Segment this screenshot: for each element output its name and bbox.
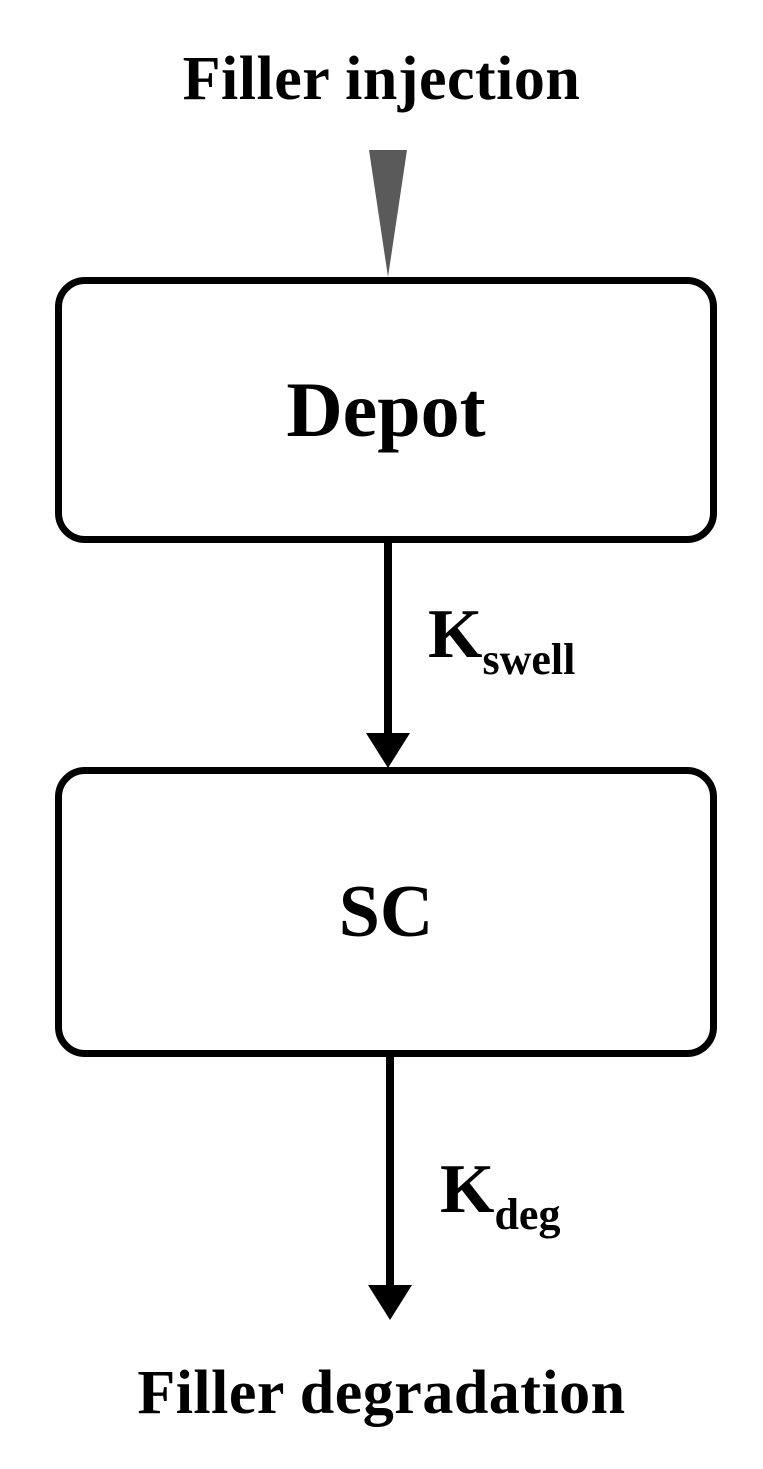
depot-to-sc-arrow-line bbox=[384, 543, 392, 739]
depot-box: Depot bbox=[55, 277, 717, 543]
sc-box-label: SC bbox=[338, 870, 434, 953]
k-deg-base: K bbox=[440, 1151, 495, 1228]
k-swell-base: K bbox=[428, 596, 483, 673]
k-swell-rate-label: Kswell bbox=[428, 600, 575, 682]
filler-injection-caption: Filler injection bbox=[182, 45, 581, 113]
k-swell-subscript: swell bbox=[482, 635, 576, 684]
k-deg-rate-label: Kdeg bbox=[440, 1155, 560, 1237]
depot-box-label: Depot bbox=[286, 366, 486, 453]
arrowhead-down-icon bbox=[368, 1285, 412, 1320]
sc-to-degradation-arrow-line bbox=[386, 1057, 394, 1287]
injection-wedge-arrow-icon bbox=[369, 150, 407, 277]
arrowhead-down-icon bbox=[366, 733, 410, 768]
k-deg-subscript: deg bbox=[494, 1190, 561, 1239]
sc-box: SC bbox=[55, 767, 717, 1057]
filler-degradation-caption: Filler degradation bbox=[137, 1359, 626, 1427]
